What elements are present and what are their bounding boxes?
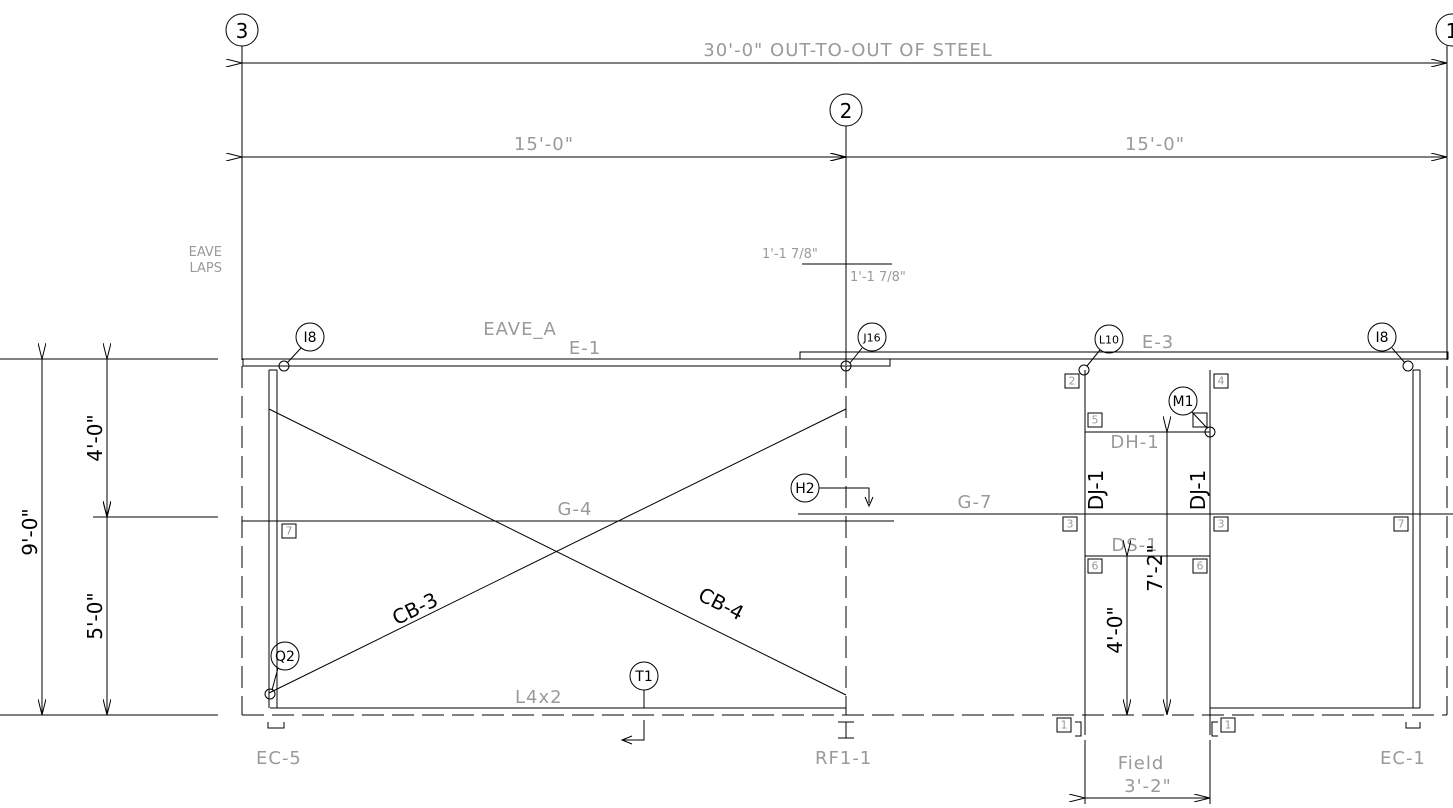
cross-bracing: CB-3 CB-4: [268, 408, 847, 696]
eave-a-label: EAVE_A: [483, 319, 557, 340]
l4x2-label: L4x2: [515, 687, 563, 708]
grid-label-1: 1: [1446, 19, 1453, 43]
rf11-label: RF1-1: [815, 748, 872, 769]
height-dimensions: 9'-0" 4'-0" 5'-0": [0, 359, 218, 716]
ec5-label: EC-5: [256, 748, 302, 769]
eave-lap-dimension-1: 1'-1 7/8": [762, 247, 818, 262]
tag-i8-right: I8: [1367, 322, 1414, 372]
eave-laps-label-line1: EAVE: [189, 245, 222, 260]
eave-lap-dimension-2: 1'-1 7/8": [850, 270, 906, 285]
tag-t1: T1: [620, 661, 659, 745]
grid-label-3: 3: [236, 19, 249, 43]
svg-text:J16: J16: [862, 332, 880, 345]
svg-text:T1: T1: [634, 669, 652, 685]
end-column-left: 7 EC-5: [256, 369, 846, 769]
rigid-frame-column: RF1-1: [815, 721, 872, 769]
overall-dimension-text: 30'-0" OUT-TO-OUT OF STEEL: [703, 40, 993, 61]
dj1-left-label: DJ-1: [1084, 470, 1108, 511]
box-6-left: 6: [1092, 560, 1099, 573]
svg-text:H2: H2: [795, 481, 814, 497]
field-label: Field: [1118, 753, 1165, 774]
dh1-label: DH-1: [1110, 432, 1159, 453]
eave-laps-label-line2: LAPS: [189, 261, 222, 276]
total-height-text: 9'-0": [18, 508, 42, 555]
svg-text:I8: I8: [1375, 330, 1388, 346]
e3-label: E-3: [1142, 332, 1174, 353]
ec1-label: EC-1: [1380, 748, 1426, 769]
girts: G-4 G-7: [242, 492, 1453, 522]
door-sill-height-text: 4'-0": [1103, 606, 1127, 653]
box-5: 5: [1092, 414, 1099, 427]
grid-line-3: 3: [225, 13, 259, 360]
box-3-right: 3: [1218, 518, 1225, 531]
box-3-left: 3: [1067, 518, 1074, 531]
door-jamb-height-text: 7'-2": [1143, 544, 1167, 591]
svg-text:Q2: Q2: [275, 649, 295, 665]
eave-members: EAVE_A E-1 E-3: [242, 319, 1449, 367]
wall-outline: [241, 366, 1448, 716]
left-bay-dimension-text: 15'-0": [514, 134, 574, 155]
tag-h2: H2: [790, 473, 874, 508]
box-4: 4: [1218, 375, 1225, 388]
svg-text:I8: I8: [303, 330, 316, 346]
right-bay-dimension-text: 15'-0": [1125, 134, 1185, 155]
grid-line-1: 1: [1435, 13, 1453, 360]
dj1-right-label: DJ-1: [1186, 470, 1210, 511]
g7-label: G-7: [958, 492, 993, 513]
svg-text:M1: M1: [1173, 394, 1194, 410]
lower-height-text: 5'-0": [83, 592, 107, 639]
tag-q2: Q2: [264, 641, 300, 700]
field-width-text: 3'-2": [1124, 776, 1172, 797]
svg-text:L10: L10: [1099, 334, 1119, 347]
grid-label-2: 2: [840, 99, 853, 123]
tag-l10: L10: [1078, 324, 1124, 376]
box-1-right: 1: [1225, 719, 1232, 732]
right-bay-dimension: 15'-0": [846, 134, 1447, 157]
overall-dimension: 30'-0" OUT-TO-OUT OF STEEL: [242, 40, 1447, 63]
box-1-left: 1: [1061, 719, 1068, 732]
ds1-label: DS-1: [1111, 535, 1158, 556]
tag-m1: M1: [1168, 386, 1216, 438]
e1-label: E-1: [569, 338, 601, 359]
cb4-label: CB-4: [695, 582, 748, 625]
eave-lap-dimension: 1'-1 7/8" 1'-1 7/8": [762, 247, 906, 285]
upper-height-text: 4'-0": [83, 414, 107, 461]
box-7-left: 7: [286, 525, 293, 538]
tag-i8-left: I8: [278, 322, 325, 372]
tag-j16: J16: [840, 322, 887, 372]
box-2: 2: [1069, 375, 1076, 388]
grid-line-2: 2: [829, 93, 863, 365]
end-column-right: 7 EC-1: [1210, 369, 1426, 769]
door-framing: DH-1 DS-1 DJ-1 DJ-1 2 4 5 3 3 6 6 1 1 4'…: [1056, 370, 1236, 804]
g4-label: G-4: [558, 499, 593, 520]
box-6-right: 6: [1197, 560, 1204, 573]
cb3-label: CB-3: [388, 587, 441, 629]
box-7-right: 7: [1398, 518, 1405, 531]
left-bay-dimension: 15'-0": [242, 134, 846, 157]
